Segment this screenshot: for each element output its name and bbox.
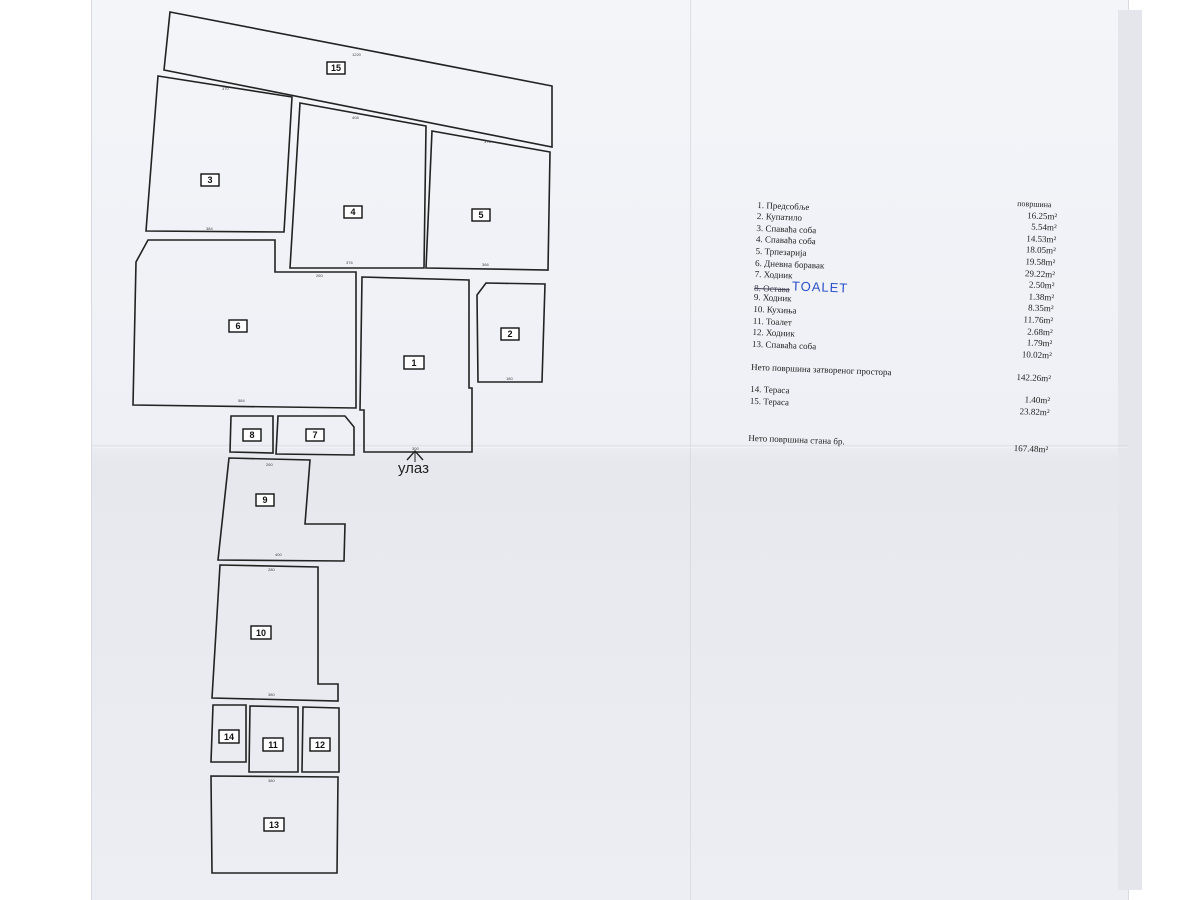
room-2-outline xyxy=(476,282,546,383)
dimension-mark: 366 xyxy=(482,262,489,267)
svg-text:14: 14 xyxy=(224,732,234,742)
dimension-mark: 300 xyxy=(412,446,419,451)
dimension-mark: 380 xyxy=(268,692,275,697)
room-3-outline xyxy=(145,75,293,233)
svg-text:10: 10 xyxy=(256,628,266,638)
room-14-outline xyxy=(210,704,247,763)
room-11-outline xyxy=(248,705,299,773)
room-6-outline xyxy=(132,239,357,409)
svg-text:15: 15 xyxy=(331,63,341,73)
dimension-mark: 384 xyxy=(206,226,213,231)
room-tag-9: 9 xyxy=(255,493,275,507)
dimension-mark: 180 xyxy=(506,376,513,381)
room-tag-10: 10 xyxy=(250,625,272,640)
svg-text:13: 13 xyxy=(269,820,279,830)
room-tag-2: 2 xyxy=(500,327,520,341)
svg-text:11: 11 xyxy=(268,740,278,750)
room-tag-3: 3 xyxy=(200,173,220,187)
fold-line-horizontal xyxy=(92,445,1128,448)
room-tag-1: 1 xyxy=(403,355,425,370)
room-tag-7: 7 xyxy=(305,428,325,442)
dimension-mark: 400 xyxy=(275,552,282,557)
dimension-mark: 380 xyxy=(268,778,275,783)
room-tag-5: 5 xyxy=(471,208,491,222)
room-4-outline xyxy=(289,102,427,269)
room-1-outline xyxy=(359,276,473,453)
svg-text:4: 4 xyxy=(350,207,355,217)
room-tag-13: 13 xyxy=(263,817,285,832)
svg-text:1: 1 xyxy=(411,358,416,368)
room-tag-4: 4 xyxy=(343,205,363,219)
room-8-outline xyxy=(229,415,274,454)
svg-text:2: 2 xyxy=(507,329,512,339)
handwritten-note: TOALET xyxy=(791,278,849,296)
dimension-mark: 280 xyxy=(268,567,275,572)
svg-text:5: 5 xyxy=(478,210,483,220)
room-tag-6: 6 xyxy=(228,319,248,333)
room-tag-11: 11 xyxy=(262,737,284,752)
dimension-mark: 376 xyxy=(346,260,353,265)
svg-text:7: 7 xyxy=(312,430,317,440)
dimension-mark: 584 xyxy=(238,398,245,403)
room-5-outline xyxy=(425,130,551,271)
dimension-mark: 260 xyxy=(266,462,273,467)
dimension-mark: 376 xyxy=(484,139,491,144)
room-10-outline xyxy=(211,564,339,702)
entrance-arrow-icon xyxy=(406,449,424,462)
dimension-mark: 370 xyxy=(222,86,229,91)
dimension-mark: 1220 xyxy=(352,52,362,57)
dimension-mark: 408 xyxy=(352,115,359,120)
svg-text:3: 3 xyxy=(207,175,212,185)
svg-text:6: 6 xyxy=(235,321,240,331)
fold-line-vertical xyxy=(690,0,692,900)
room-tag-8: 8 xyxy=(242,428,262,442)
room-15-outline xyxy=(163,11,553,148)
entrance-label: улаз xyxy=(398,460,429,477)
room-9-outline xyxy=(217,457,346,562)
svg-text:9: 9 xyxy=(262,495,267,505)
room-tag-12: 12 xyxy=(309,737,331,752)
room-13-outline xyxy=(210,775,339,874)
room-tag-15: 15 xyxy=(326,61,346,75)
svg-text:12: 12 xyxy=(315,740,325,750)
dimension-mark: 260 xyxy=(316,273,323,278)
room-tag-14: 14 xyxy=(218,729,240,744)
room-7-outline xyxy=(275,415,355,456)
sheet-edge xyxy=(1118,10,1142,890)
svg-text:8: 8 xyxy=(249,430,254,440)
room-12-outline xyxy=(301,706,340,773)
